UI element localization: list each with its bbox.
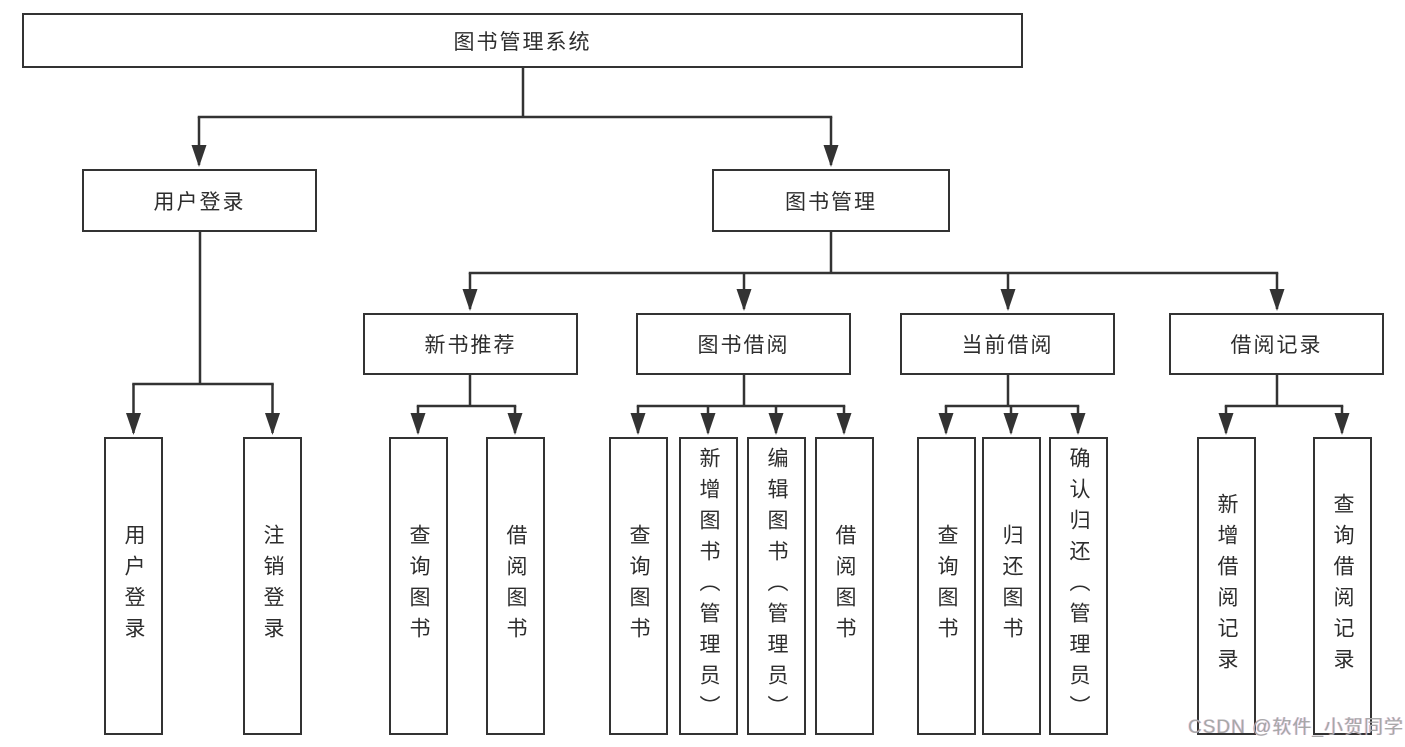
leaf-logout: 注销登录 — [243, 437, 302, 735]
leaf-newbooks-borrow-books-label: 借阅图书 — [504, 524, 527, 648]
leaf-newbooks-query-books-label: 查询图书 — [407, 524, 430, 648]
leaf-current-confirm-return-admin-label: 确认归还（管理员） — [1067, 446, 1090, 726]
leaf-borrow-edit-books-admin: 编辑图书（管理员） — [747, 437, 806, 735]
node-user-login: 用户登录 — [82, 169, 317, 232]
leaf-current-query-books-label: 查询图书 — [935, 524, 958, 648]
leaf-user-login: 用户登录 — [104, 437, 163, 735]
node-book-borrow: 图书借阅 — [636, 313, 851, 375]
node-root: 图书管理系统 — [22, 13, 1023, 68]
leaf-current-return-books-label: 归还图书 — [1000, 524, 1023, 648]
leaf-current-return-books: 归还图书 — [982, 437, 1041, 735]
node-borrow-records-label: 借阅记录 — [1230, 334, 1323, 357]
leaf-borrow-borrow-books: 借阅图书 — [815, 437, 874, 735]
node-book-borrow-label: 图书借阅 — [697, 334, 790, 357]
leaf-newbooks-query-books: 查询图书 — [389, 437, 448, 735]
leaf-records-add-record: 新增借阅记录 — [1197, 437, 1256, 735]
node-book-management-label: 图书管理 — [785, 190, 877, 214]
node-new-book-recommend-label: 新书推荐 — [424, 334, 517, 357]
leaf-records-query-record-label: 查询借阅记录 — [1331, 493, 1354, 679]
leaf-borrow-edit-books-admin-label: 编辑图书（管理员） — [765, 446, 788, 726]
csdn-watermark: CSDN @软件_小贺同学 — [1188, 717, 1404, 738]
node-new-book-recommend: 新书推荐 — [363, 313, 578, 375]
leaf-borrow-add-books-admin: 新增图书（管理员） — [679, 437, 738, 735]
node-root-label: 图书管理系统 — [453, 30, 592, 54]
arrow-drops — [126, 117, 1350, 435]
node-current-borrow-label: 当前借阅 — [961, 334, 1054, 357]
node-current-borrow: 当前借阅 — [900, 313, 1115, 375]
leaf-current-confirm-return-admin: 确认归还（管理员） — [1049, 437, 1108, 735]
leaf-user-login-label: 用户登录 — [122, 524, 145, 648]
node-borrow-records: 借阅记录 — [1169, 313, 1384, 375]
leaf-logout-label: 注销登录 — [261, 524, 284, 648]
leaf-borrow-query-books: 查询图书 — [609, 437, 668, 735]
leaf-records-add-record-label: 新增借阅记录 — [1215, 493, 1238, 679]
leaf-borrow-add-books-admin-label: 新增图书（管理员） — [697, 446, 720, 726]
leaf-records-query-record: 查询借阅记录 — [1313, 437, 1372, 735]
leaf-current-query-books: 查询图书 — [917, 437, 976, 735]
leaf-borrow-borrow-books-label: 借阅图书 — [833, 524, 856, 648]
leaf-newbooks-borrow-books: 借阅图书 — [486, 437, 545, 735]
node-book-management: 图书管理 — [712, 169, 950, 232]
node-user-login-label: 用户登录 — [153, 190, 246, 214]
leaf-borrow-query-books-label: 查询图书 — [627, 524, 650, 648]
